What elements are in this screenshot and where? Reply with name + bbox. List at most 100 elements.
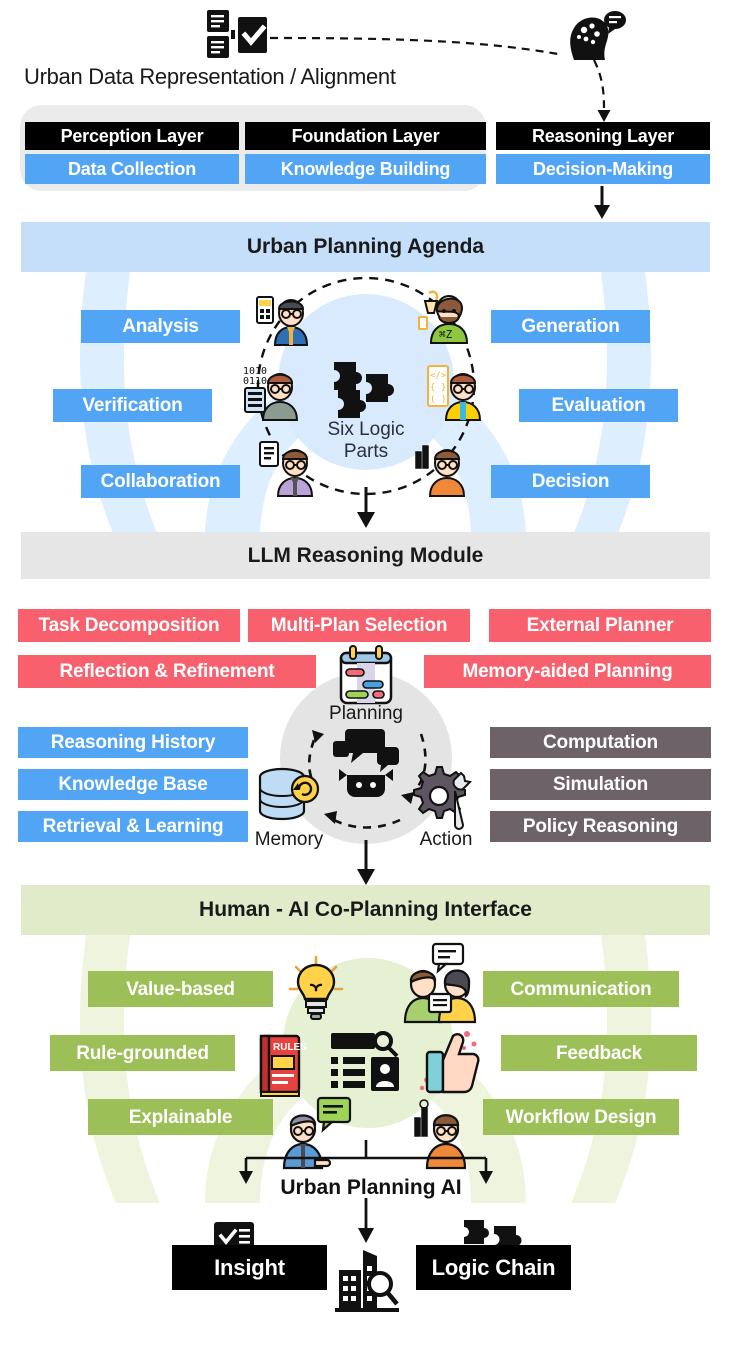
humanai-item-explainable[interactable]: Explainable (88, 1099, 273, 1135)
humanai-item-workflow-design-label: Workflow Design (505, 1106, 657, 1128)
arrow-reasoning-to-agenda (594, 186, 610, 219)
agenda-item-evaluation[interactable]: Evaluation (519, 389, 678, 422)
agenda-item-verification[interactable]: Verification (53, 389, 212, 422)
layer-body-knowledge-building[interactable]: Knowledge Building (245, 154, 486, 184)
profile-search-icon (329, 1031, 401, 1097)
layer-body-decision-making-label: Decision-Making (532, 159, 674, 179)
dashed-connector-top (269, 36, 559, 56)
layer-header-foundation-label: Foundation Layer (291, 126, 440, 146)
outcome-logic-chain-box[interactable]: Logic Chain (416, 1245, 571, 1290)
outcome-insight-label: Insight (214, 1254, 285, 1280)
agenda-item-collaboration[interactable]: Collaboration (81, 465, 240, 498)
action-item-policy-reasoning-label: Policy Reasoning (522, 816, 679, 837)
agenda-item-analysis[interactable]: Analysis (81, 310, 240, 343)
svg-text:0110: 0110 (243, 376, 267, 387)
agenda-item-analysis-label: Analysis (122, 316, 199, 337)
gear-wrench-icon (411, 765, 477, 831)
arrow-agent-to-humanai (357, 840, 375, 885)
outcome-branch-connector (239, 1140, 493, 1184)
llm-reasoning-band-title: LLM Reasoning Module (247, 543, 484, 567)
svg-text:{ }: { } (430, 383, 446, 393)
planning-item-multi-plan-selection[interactable]: Multi-Plan Selection (248, 609, 470, 642)
planning-item-memory-aided-planning-label: Memory-aided Planning (462, 661, 673, 682)
layer-header-perception-label: Perception Layer (60, 126, 204, 146)
memory-item-knowledge-base-label: Knowledge Base (58, 774, 208, 795)
humanai-band: Human - AI Co-Planning Interface (21, 885, 710, 935)
thumbs-up-icon (419, 1026, 481, 1094)
agenda-band: Urban Planning Agenda (21, 222, 710, 272)
generator-person-icon: ⌘Z (415, 285, 477, 349)
memory-item-retrieval-learning[interactable]: Retrieval & Learning (18, 811, 248, 842)
planning-item-task-decomposition-label: Task Decomposition (38, 615, 220, 636)
planning-item-reflection-refinement-label: Reflection & Refinement (59, 661, 275, 682)
agenda-item-verification-label: Verification (82, 395, 183, 416)
verifier-person-icon: 1010 0110 (243, 362, 305, 424)
evaluator-person-icon: </> { } ( ) (427, 362, 490, 424)
agenda-item-generation[interactable]: Generation (491, 310, 650, 343)
robot-chat-icon (323, 727, 409, 799)
humanai-item-value-based-label: Value-based (126, 978, 235, 1000)
humanai-item-feedback[interactable]: Feedback (501, 1035, 697, 1071)
svg-text:⌘Z: ⌘Z (439, 328, 453, 341)
layer-header-reasoning-label: Reasoning Layer (531, 126, 675, 146)
layer-body-knowledge-building-label: Knowledge Building (280, 159, 451, 179)
outcome-logic-chain-label: Logic Chain (431, 1254, 556, 1280)
svg-text:1010: 1010 (243, 366, 267, 377)
action-item-policy-reasoning[interactable]: Policy Reasoning (490, 811, 711, 842)
action-item-simulation[interactable]: Simulation (490, 769, 711, 800)
humanai-item-rule-grounded[interactable]: Rule-grounded (50, 1035, 235, 1071)
agenda-item-generation-label: Generation (521, 316, 620, 337)
brain-head-icon (564, 8, 626, 64)
hub-label-action: Action (419, 829, 473, 850)
svg-text:</>: </> (430, 371, 447, 381)
planning-item-task-decomposition[interactable]: Task Decomposition (18, 609, 240, 642)
planning-item-reflection-refinement[interactable]: Reflection & Refinement (18, 655, 316, 688)
workflow-person-icon (409, 1098, 477, 1170)
memory-item-reasoning-history-label: Reasoning History (50, 732, 216, 753)
memory-item-retrieval-learning-label: Retrieval & Learning (42, 816, 224, 837)
planning-item-memory-aided-planning[interactable]: Memory-aided Planning (424, 655, 711, 688)
layer-header-foundation[interactable]: Foundation Layer (245, 122, 486, 150)
svg-text:( ): ( ) (430, 395, 446, 405)
planning-item-external-planner[interactable]: External Planner (489, 609, 711, 642)
memory-item-reasoning-history[interactable]: Reasoning History (18, 727, 248, 758)
dashed-arrow-to-reasoning (593, 59, 611, 122)
puzzle-pieces-icon (330, 358, 404, 420)
collaborator-person-icon (258, 438, 320, 500)
agenda-item-evaluation-label: Evaluation (551, 395, 646, 416)
humanai-item-value-based[interactable]: Value-based (88, 971, 273, 1007)
outcome-insight-box[interactable]: Insight (172, 1245, 327, 1290)
lightbulb-icon (288, 955, 344, 1021)
arrow-agenda-to-llm (357, 487, 375, 528)
humanai-item-communication-label: Communication (510, 978, 652, 1000)
agenda-band-title: Urban Planning Agenda (246, 235, 485, 258)
memory-item-knowledge-base[interactable]: Knowledge Base (18, 769, 248, 800)
action-item-simulation-label: Simulation (552, 774, 649, 795)
agenda-center-label: Six Logic Parts (327, 419, 405, 462)
layer-header-reasoning[interactable]: Reasoning Layer (496, 122, 710, 150)
planning-item-multi-plan-selection-label: Multi-Plan Selection (270, 615, 448, 636)
humanai-band-title: Human - AI Co-Planning Interface (199, 898, 532, 921)
planning-item-external-planner-label: External Planner (526, 615, 674, 636)
action-item-computation[interactable]: Computation (490, 727, 711, 758)
agenda-item-collaboration-label: Collaboration (100, 471, 221, 492)
layer-body-data-collection[interactable]: Data Collection (25, 154, 239, 184)
humanai-item-rule-grounded-label: Rule-grounded (76, 1042, 209, 1064)
svg-text:RULES: RULES (273, 1042, 307, 1053)
city-search-icon (335, 1248, 399, 1312)
documents-check-icon (205, 6, 283, 64)
decider-person-icon (412, 438, 474, 500)
two-people-chat-icon (403, 942, 477, 1024)
top-caption: Urban Data Representation / Alignment (24, 64, 396, 89)
calendar-board-icon (335, 645, 397, 707)
humanai-item-communication[interactable]: Communication (483, 971, 679, 1007)
agenda-item-decision[interactable]: Decision (491, 465, 650, 498)
analyst-person-icon (255, 287, 315, 349)
layer-body-data-collection-label: Data Collection (67, 159, 197, 179)
layer-header-perception[interactable]: Perception Layer (25, 122, 239, 150)
layer-body-decision-making[interactable]: Decision-Making (496, 154, 710, 184)
rules-book-icon: RULES (257, 1034, 307, 1098)
humanai-item-workflow-design[interactable]: Workflow Design (483, 1099, 679, 1135)
llm-reasoning-band: LLM Reasoning Module (21, 532, 710, 579)
